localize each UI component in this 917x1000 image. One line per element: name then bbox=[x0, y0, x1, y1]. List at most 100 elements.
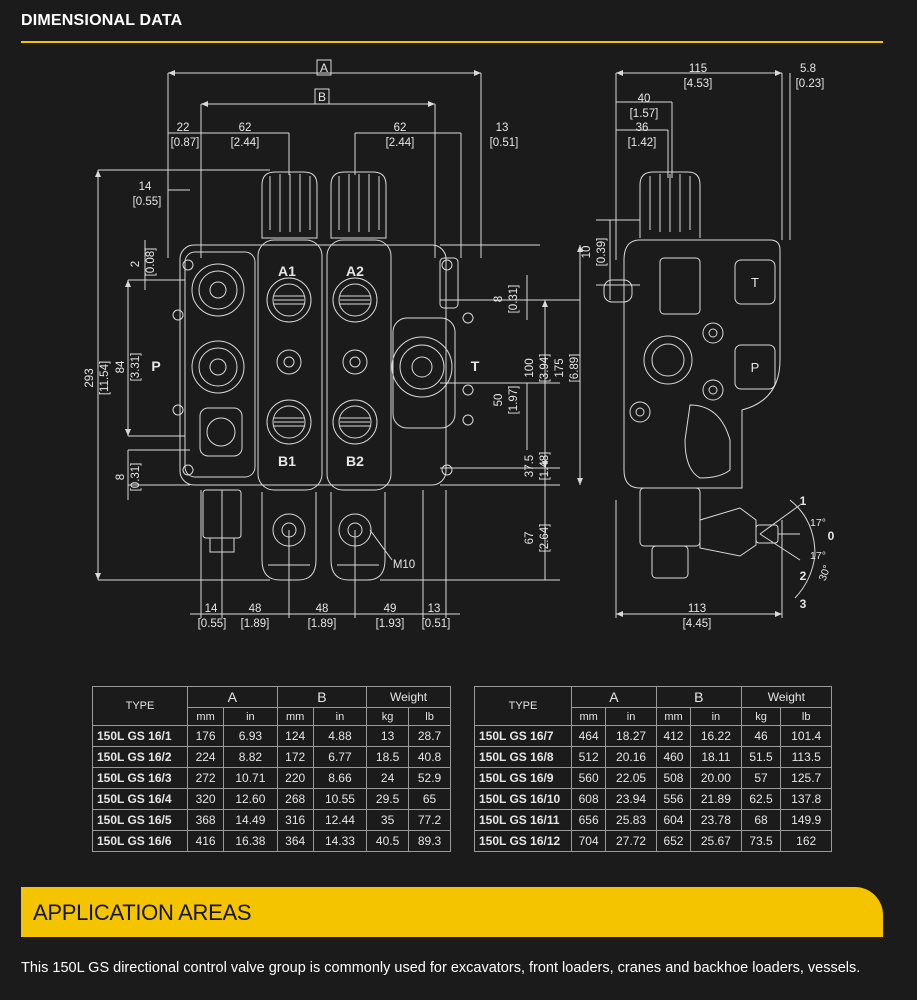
cell-b-mm: 604 bbox=[655, 809, 692, 831]
header-mm: mm bbox=[276, 707, 314, 726]
row-type: 150L GS 16/11 bbox=[474, 809, 572, 831]
header-kg: kg bbox=[366, 707, 410, 726]
dim-A-label: A bbox=[320, 61, 328, 75]
row-type: 150L GS 16/2 bbox=[92, 746, 188, 768]
cell-b-in: 20.00 bbox=[690, 767, 742, 789]
cell-b-in: 21.89 bbox=[690, 788, 742, 810]
cell-b-in: 4.88 bbox=[312, 725, 368, 747]
cell-lb: 89.3 bbox=[408, 830, 451, 852]
cell-kg: 29.5 bbox=[366, 788, 410, 810]
dim-14-bottom-in: [0.55] bbox=[198, 618, 227, 630]
thread-M10: M10 bbox=[393, 559, 415, 571]
cell-b-mm: 268 bbox=[276, 788, 314, 810]
cell-b-mm: 652 bbox=[655, 830, 692, 852]
header-in: in bbox=[605, 707, 657, 726]
row-type: 150L GS 16/7 bbox=[474, 725, 572, 747]
cell-b-mm: 124 bbox=[276, 725, 314, 747]
cell-a-mm: 608 bbox=[570, 788, 607, 810]
cell-kg: 24 bbox=[366, 767, 410, 789]
cell-a-in: 20.16 bbox=[605, 746, 657, 768]
cell-a-in: 16.38 bbox=[223, 830, 278, 852]
dim-2: 2 bbox=[130, 261, 142, 267]
cell-a-mm: 176 bbox=[186, 725, 225, 747]
dim-5-8: 5.8 bbox=[800, 63, 816, 75]
cell-a-in: 22.05 bbox=[605, 767, 657, 789]
dim-14-bottom: 14 bbox=[205, 603, 218, 615]
header-weight: Weight bbox=[366, 686, 451, 708]
header-lb: lb bbox=[780, 707, 832, 726]
cell-a-mm: 464 bbox=[570, 725, 607, 747]
dim-5-8-in: [0.23] bbox=[796, 78, 825, 90]
header-in: in bbox=[312, 707, 368, 726]
cell-kg: 35 bbox=[366, 809, 410, 831]
cell-b-mm: 508 bbox=[655, 767, 692, 789]
dim-13-top: 13 bbox=[496, 122, 509, 134]
cell-lb: 52.9 bbox=[408, 767, 451, 789]
cell-kg: 68 bbox=[740, 809, 782, 831]
row-type: 150L GS 16/12 bbox=[474, 830, 572, 852]
header-mm: mm bbox=[186, 707, 225, 726]
dim-49-in: [1.93] bbox=[376, 618, 405, 630]
cell-lb: 125.7 bbox=[780, 767, 832, 789]
dim-62-right-in: [2.44] bbox=[386, 137, 415, 149]
cell-b-mm: 556 bbox=[655, 788, 692, 810]
cell-a-in: 10.71 bbox=[223, 767, 278, 789]
title-divider bbox=[21, 41, 883, 43]
cell-kg: 51.5 bbox=[740, 746, 782, 768]
cell-b-in: 25.67 bbox=[690, 830, 742, 852]
cell-a-mm: 560 bbox=[570, 767, 607, 789]
cell-a-in: 6.93 bbox=[223, 725, 278, 747]
dim-13-bottom-in: [0.51] bbox=[422, 618, 451, 630]
cell-a-mm: 704 bbox=[570, 830, 607, 852]
cell-lb: 40.8 bbox=[408, 746, 451, 768]
cell-b-in: 6.77 bbox=[312, 746, 368, 768]
port-P: P bbox=[151, 358, 160, 374]
dim-62-right: 62 bbox=[394, 122, 407, 134]
dim-48-b-in: [1.89] bbox=[308, 618, 337, 630]
cell-a-mm: 320 bbox=[186, 788, 225, 810]
cell-lb: 101.4 bbox=[780, 725, 832, 747]
dim-2-in: [0.08] bbox=[145, 248, 157, 277]
header-lb: lb bbox=[408, 707, 451, 726]
row-type: 150L GS 16/8 bbox=[474, 746, 572, 768]
header-mm: mm bbox=[570, 707, 607, 726]
cell-kg: 73.5 bbox=[740, 830, 782, 852]
dimensions-table-right: TYPE A B Weight mm in mm in kg lb 150L G… bbox=[474, 686, 833, 852]
cell-kg: 62.5 bbox=[740, 788, 782, 810]
row-type: 150L GS 16/9 bbox=[474, 767, 572, 789]
dim-100: 100 bbox=[524, 358, 536, 377]
dim-293: 293 bbox=[84, 368, 96, 387]
cell-a-in: 25.83 bbox=[605, 809, 657, 831]
dim-40-in: [1.57] bbox=[630, 108, 659, 120]
dim-36-in: [1.42] bbox=[628, 137, 657, 149]
dim-10: 10 bbox=[581, 246, 593, 259]
dim-113: 113 bbox=[688, 603, 706, 615]
cell-b-mm: 364 bbox=[276, 830, 314, 852]
dim-62-left: 62 bbox=[239, 122, 252, 134]
angle-17-bottom: 17° bbox=[810, 550, 826, 562]
cell-b-in: 12.44 bbox=[312, 809, 368, 831]
dim-14-top-in: [0.55] bbox=[133, 196, 162, 208]
section-title: DIMENSIONAL DATA bbox=[21, 12, 183, 29]
cell-lb: 65 bbox=[408, 788, 451, 810]
dim-50-in: [1.97] bbox=[508, 386, 520, 415]
cell-kg: 57 bbox=[740, 767, 782, 789]
header-type: TYPE bbox=[474, 686, 572, 726]
row-type: 150L GS 16/5 bbox=[92, 809, 188, 831]
header-B: B bbox=[276, 686, 368, 708]
port-T: T bbox=[471, 358, 480, 374]
cell-b-mm: 460 bbox=[655, 746, 692, 768]
dim-36: 36 bbox=[636, 122, 649, 134]
port-A2: A2 bbox=[346, 263, 364, 279]
header-mm: mm bbox=[655, 707, 692, 726]
header-in: in bbox=[223, 707, 278, 726]
port-B2: B2 bbox=[346, 453, 364, 469]
dim-175-in: [6.89] bbox=[569, 354, 581, 383]
